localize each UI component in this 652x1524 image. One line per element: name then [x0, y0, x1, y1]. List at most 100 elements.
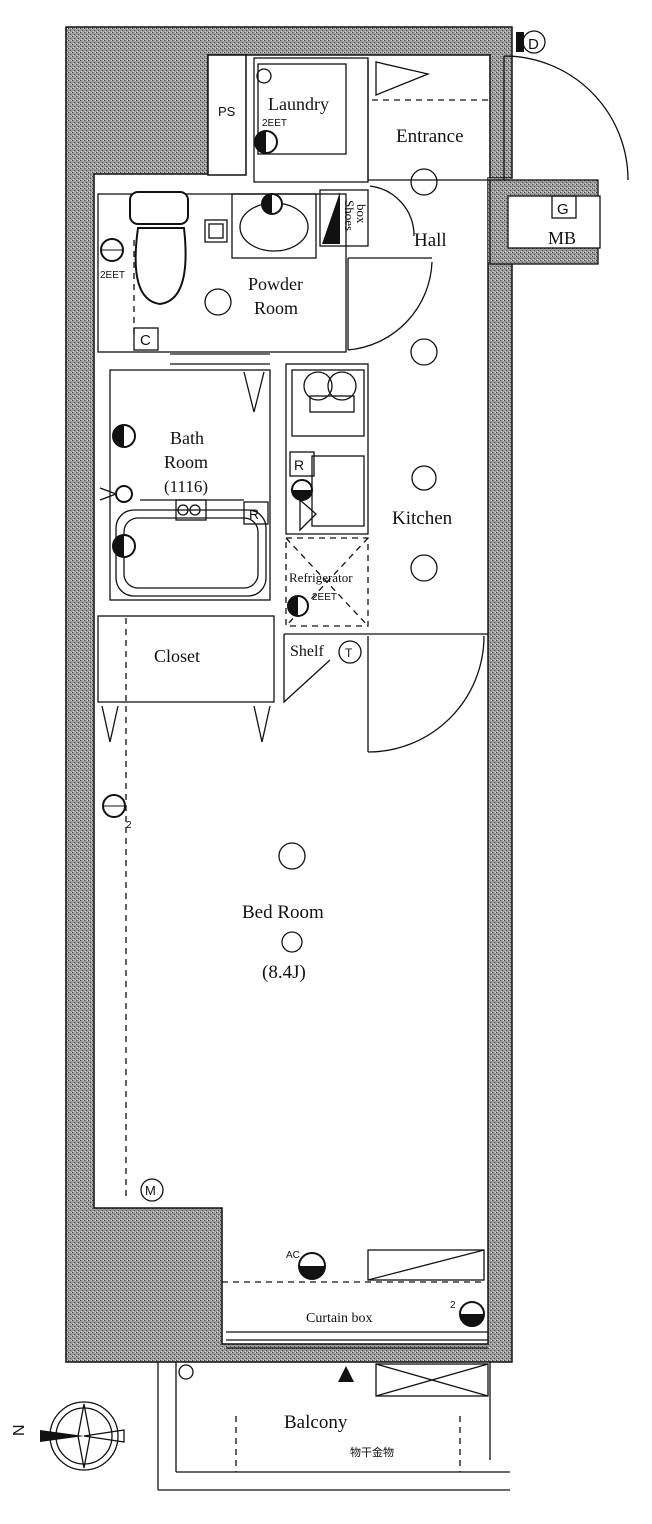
- c-box: [133, 327, 159, 351]
- bath-room-label-1: Bath: [170, 428, 204, 448]
- toilet-tank: [129, 191, 189, 225]
- burner-1: [303, 371, 333, 401]
- outlet-icon: [100, 238, 124, 262]
- window-arrow: [338, 1366, 354, 1382]
- compass-arrow-vertical: [77, 1403, 91, 1469]
- paper-holder: [204, 219, 228, 243]
- window-outlet-label: 2: [450, 1300, 456, 1311]
- gas-meter-box: [551, 195, 577, 219]
- bath-room-size: (1116): [164, 477, 208, 496]
- burner-base: [309, 395, 355, 413]
- ceiling-light-icon: [278, 842, 306, 870]
- outlet-icon: [459, 1301, 485, 1327]
- washer-pan: [257, 63, 347, 155]
- mb-cabinet: [507, 195, 601, 249]
- bedroom-outlet-label: 2: [126, 820, 132, 831]
- gas-meter-label: G: [557, 201, 569, 218]
- kitchen-counter: [285, 363, 369, 535]
- ps-wall: [207, 54, 247, 176]
- entrance-door[interactable]: [503, 55, 629, 181]
- powder-outlet-label: 2EET: [100, 270, 125, 281]
- thermostat-icon: [338, 640, 362, 664]
- closet-door-mark-1: [101, 705, 119, 743]
- ac-label: AC: [286, 1250, 300, 1261]
- closet-box: [97, 615, 275, 703]
- balcony-drain: [178, 1364, 194, 1380]
- powder-room-box: [97, 193, 347, 353]
- exterior-walls: [65, 26, 601, 1363]
- ac-unit: [367, 1249, 485, 1281]
- shoes-box-label-1: Shoes: [342, 200, 357, 231]
- compass-arrow-tail: [83, 1429, 125, 1443]
- powder-room-label-1: Powder: [248, 274, 303, 294]
- bath-door-mark: [243, 371, 265, 413]
- outlet-icon: [287, 595, 309, 617]
- bath-room-box: [109, 369, 271, 601]
- sink-box: [311, 455, 365, 527]
- paper-holder-inner: [208, 223, 224, 239]
- outlet-icon: [254, 130, 278, 154]
- closet-door-mark-2: [253, 705, 271, 743]
- sink-drain-mark: [299, 498, 317, 532]
- laundry-label: Laundry: [268, 94, 329, 114]
- ac-diagonal: [367, 1249, 485, 1281]
- powder-room-label-2: Room: [254, 298, 298, 318]
- bedroom-label: Bed Room: [242, 902, 324, 923]
- fixtures: [99, 130, 485, 1327]
- outlet-icon: [298, 1252, 326, 1280]
- outlet-icon: [291, 479, 313, 501]
- doors: [347, 55, 629, 753]
- hall-door[interactable]: [347, 257, 433, 351]
- shelf-outline: [283, 633, 366, 704]
- outlet-icon: [112, 534, 136, 558]
- balcony-label: Balcony: [284, 1412, 348, 1433]
- ceiling-light-icon: [281, 931, 303, 953]
- r-box-kitchen: [289, 451, 315, 477]
- ceiling-light-icon: [411, 465, 437, 491]
- compass-north-label: N: [11, 1424, 28, 1436]
- ceiling-light-icon: [410, 338, 438, 366]
- bedroom-size: (8.4J): [262, 962, 306, 983]
- shelf-label: Shelf: [290, 643, 324, 660]
- refrigerator-space: [285, 537, 369, 627]
- shoes-box-diagonal: [322, 192, 340, 244]
- r-label-kitchen: R: [294, 457, 304, 473]
- bed-door[interactable]: [367, 635, 485, 753]
- shoes-box-label-2: box: [354, 204, 369, 224]
- switch-icon: [99, 485, 133, 503]
- refrigerator-label: Refrigerator: [289, 570, 353, 585]
- shoe-cabinet-mark: [375, 61, 431, 96]
- room-labels: PS Laundry 2EET Entrance MB Hall Shoes b…: [100, 94, 576, 1459]
- monitor-icon: [140, 1178, 164, 1202]
- symbols: D G C R R T M: [133, 30, 577, 1202]
- mb-label: MB: [548, 228, 576, 248]
- drying-rack-label: 物干金物: [350, 1445, 394, 1459]
- ps-label: PS: [218, 104, 236, 119]
- monitor-label: M: [145, 1183, 156, 1198]
- ceiling-light-icon: [204, 288, 232, 316]
- faucet-box: [175, 499, 207, 521]
- ceiling-light-icon: [410, 554, 438, 582]
- stove-box: [291, 369, 365, 437]
- laundry-outlet-label: 2EET: [262, 118, 287, 129]
- closet-label: Closet: [154, 646, 200, 666]
- outlet-icon: [261, 193, 283, 215]
- curtain-box-label: Curtain box: [306, 1311, 373, 1326]
- laundry-outlet-icon: [256, 68, 272, 84]
- outlet-icon: [102, 794, 126, 818]
- balcony-unit: [375, 1363, 489, 1397]
- doorbell-base: [516, 32, 524, 52]
- refrigerator-outlet-label: 2EET: [312, 592, 337, 603]
- doorbell-label: D: [528, 36, 539, 53]
- compass-arrow-icon: [40, 1430, 84, 1442]
- c-label: C: [140, 332, 151, 349]
- r-box-bath: [243, 501, 269, 525]
- shoes-box: [319, 189, 369, 247]
- bathtub-inner: [123, 517, 259, 589]
- faucet-2: [189, 504, 201, 516]
- bath-room-label-2: Room: [164, 452, 208, 472]
- outlet-icon: [112, 424, 136, 448]
- partitions: [97, 57, 510, 1491]
- powder-door[interactable]: [369, 185, 415, 237]
- entrance-label: Entrance: [396, 126, 464, 147]
